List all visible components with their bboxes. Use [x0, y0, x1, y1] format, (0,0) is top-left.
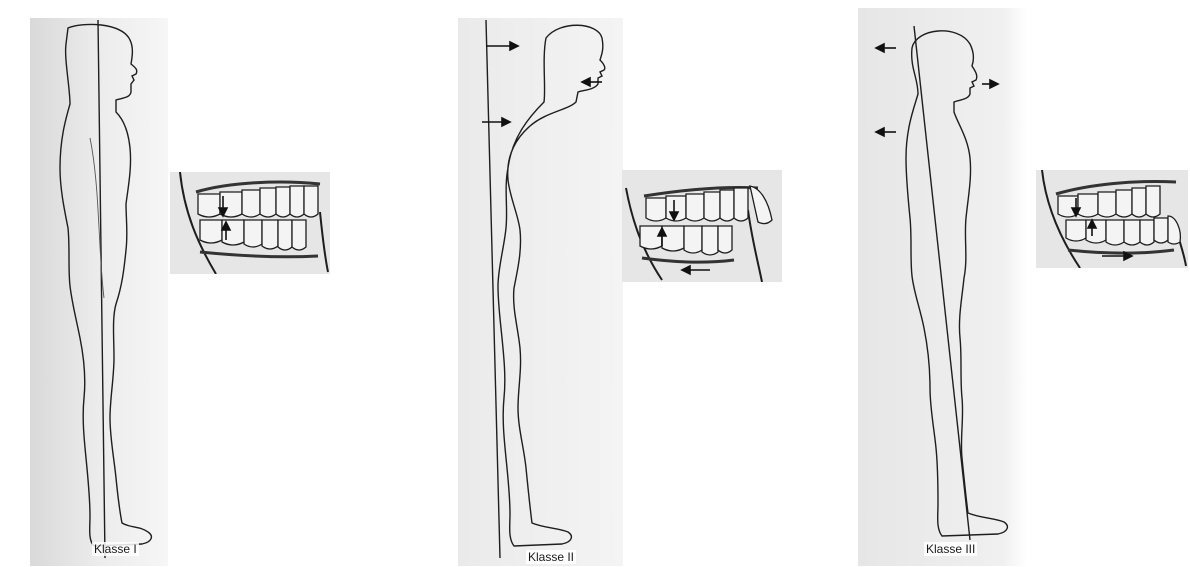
klasse-3-label: Klasse III — [924, 542, 977, 556]
klasse-1-label: Klasse I — [92, 542, 139, 556]
klasse-1-body-silhouette — [30, 18, 168, 566]
figure-klasse-3 — [858, 8, 1028, 566]
klasse-1-teeth-inset — [170, 172, 330, 274]
figure-klasse-1 — [30, 18, 168, 566]
klasse-3-body-silhouette — [858, 8, 1028, 566]
klasse-3-teeth-inset — [1036, 170, 1188, 268]
figure-klasse-2 — [458, 18, 623, 566]
klasse-2-teeth-inset — [622, 170, 782, 282]
klasse-2-body-silhouette — [458, 18, 623, 566]
klasse-2-label: Klasse II — [526, 550, 576, 564]
